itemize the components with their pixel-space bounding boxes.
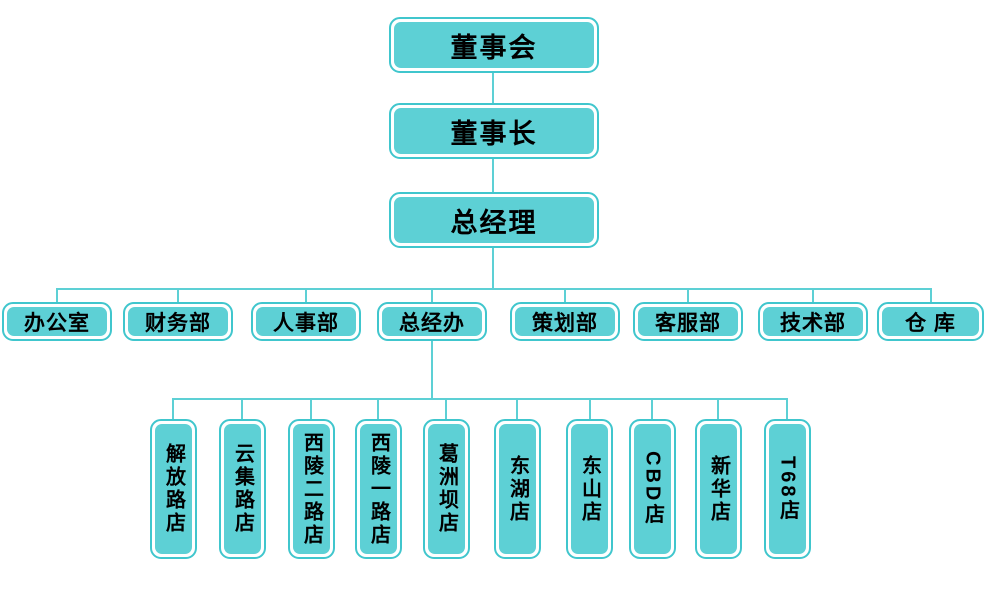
node-chairman-label: 董事长 <box>394 108 594 154</box>
store-label: 西陵二路店 <box>300 431 323 547</box>
department-rail <box>56 288 932 290</box>
connector-gmoffice-stores <box>431 340 433 398</box>
store-label: 西陵一路店 <box>367 431 390 547</box>
store-label: 新华店 <box>707 454 730 524</box>
connector-store-stub <box>377 398 379 419</box>
connector-store-stub <box>310 398 312 419</box>
node-dept-gm-office: 总经办 <box>377 302 487 341</box>
node-board-label: 董事会 <box>394 22 594 68</box>
store-label: T68店 <box>776 455 799 523</box>
store-label: 云集路店 <box>231 443 254 535</box>
connector-store-stub <box>516 398 518 419</box>
node-dept-office: 办公室 <box>2 302 112 341</box>
connector-store-stub <box>717 398 719 419</box>
connector-store-stub <box>786 398 788 419</box>
dept-label: 仓 库 <box>882 307 979 336</box>
node-store-yunji-road: 云集路店 <box>219 419 266 559</box>
connector-store-stub <box>589 398 591 419</box>
dept-label: 办公室 <box>7 307 107 336</box>
node-store-t68: T68店 <box>764 419 811 559</box>
connector-dept-stub <box>56 288 58 303</box>
connector-dept-stub <box>564 288 566 303</box>
node-chairman: 董事长 <box>389 103 599 159</box>
connector-dept-stub <box>177 288 179 303</box>
node-store-gezhouba: 葛洲坝店 <box>423 419 470 559</box>
node-dept-warehouse: 仓 库 <box>877 302 984 341</box>
connector-dept-stub <box>930 288 932 303</box>
connector-chairman-gm <box>492 158 494 193</box>
node-store-xinhua: 新华店 <box>695 419 742 559</box>
node-store-jiefang-road: 解放路店 <box>150 419 197 559</box>
dept-label: 技术部 <box>763 307 863 336</box>
node-dept-planning: 策划部 <box>510 302 620 341</box>
connector-store-stub <box>651 398 653 419</box>
store-rail <box>172 398 788 400</box>
connector-board-chairman <box>492 72 494 104</box>
dept-label: 总经办 <box>382 307 482 336</box>
connector-store-stub <box>241 398 243 419</box>
dept-label: 策划部 <box>515 307 615 336</box>
store-label: 葛洲坝店 <box>435 443 458 535</box>
dept-label: 人事部 <box>256 307 356 336</box>
connector-dept-stub <box>305 288 307 303</box>
node-board: 董事会 <box>389 17 599 73</box>
node-store-xiling-1st-road: 西陵一路店 <box>355 419 402 559</box>
store-label: 东湖店 <box>506 454 529 524</box>
node-store-xiling-2nd-road: 西陵二路店 <box>288 419 335 559</box>
dept-label: 客服部 <box>638 307 738 336</box>
node-dept-technology: 技术部 <box>758 302 868 341</box>
connector-gm-departments <box>492 247 494 289</box>
connector-store-stub <box>445 398 447 419</box>
node-dept-finance: 财务部 <box>123 302 233 341</box>
node-dept-hr: 人事部 <box>251 302 361 341</box>
node-general-manager-label: 总经理 <box>394 197 594 243</box>
dept-label: 财务部 <box>128 307 228 336</box>
node-general-manager: 总经理 <box>389 192 599 248</box>
node-store-cbd: CBD店 <box>629 419 676 559</box>
node-dept-customer-service: 客服部 <box>633 302 743 341</box>
connector-store-stub <box>172 398 174 419</box>
connector-dept-stub <box>431 288 433 303</box>
connector-dept-stub <box>812 288 814 303</box>
store-label: CBD店 <box>641 451 664 527</box>
store-label: 东山店 <box>578 454 601 524</box>
node-store-donghu: 东湖店 <box>494 419 541 559</box>
store-label: 解放路店 <box>162 443 185 535</box>
connector-dept-stub <box>687 288 689 303</box>
node-store-dongshan: 东山店 <box>566 419 613 559</box>
